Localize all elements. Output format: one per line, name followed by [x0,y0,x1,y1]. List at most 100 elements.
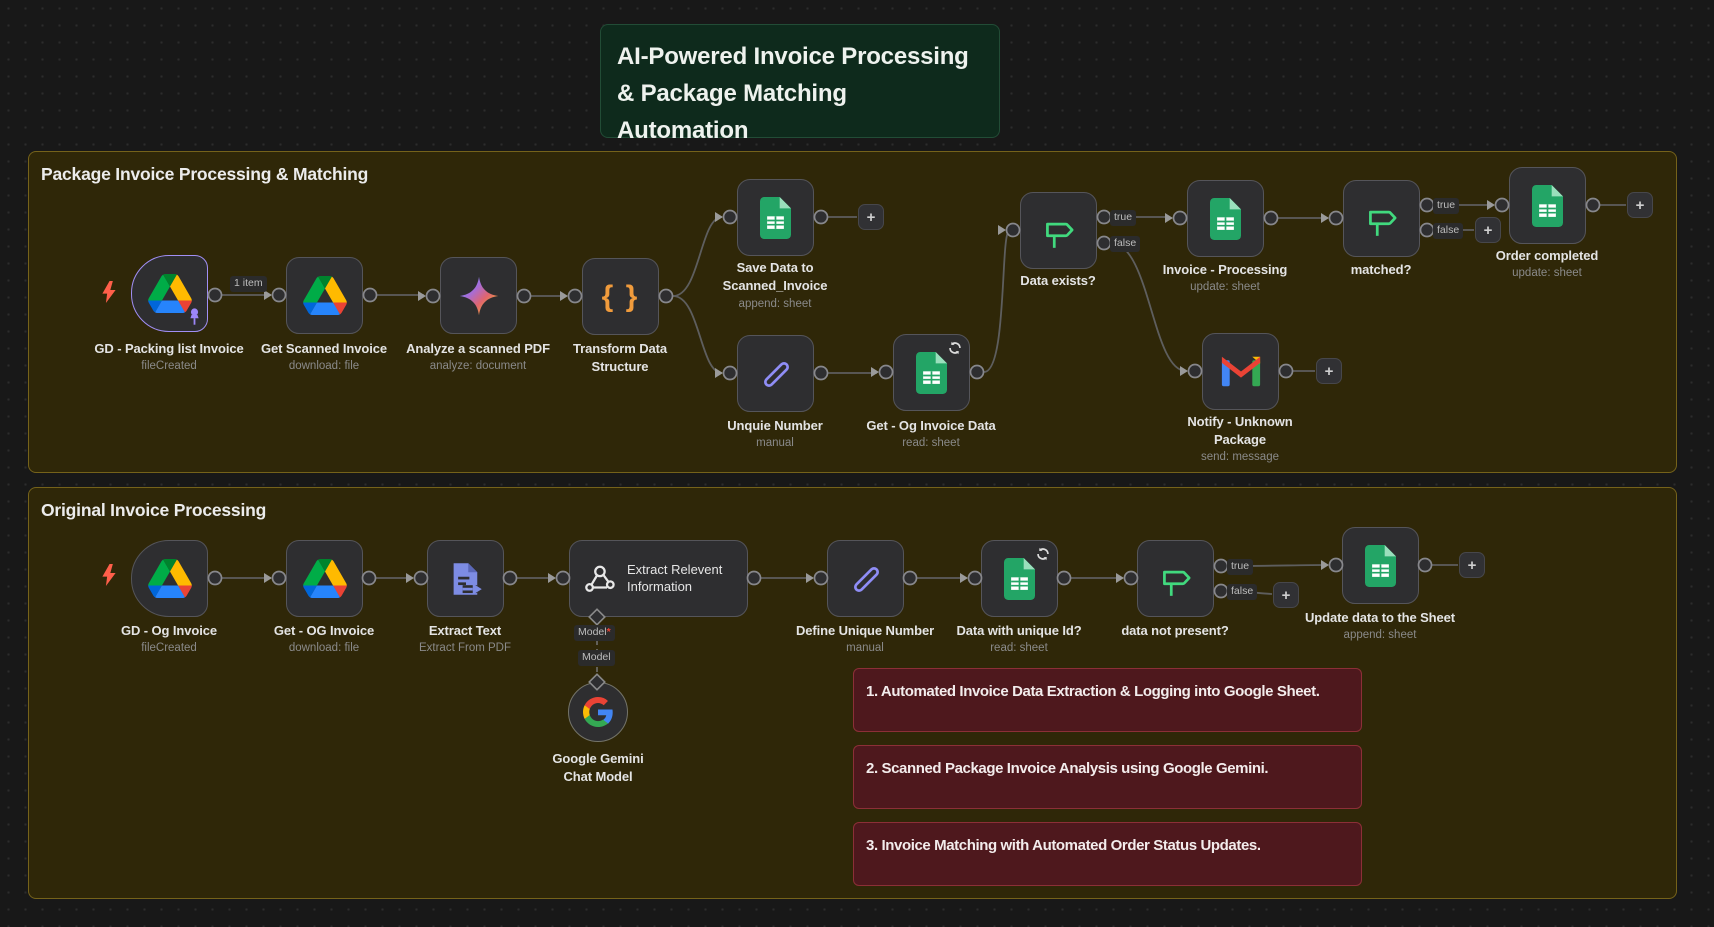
google-sheets-icon [1004,557,1035,600]
node-get-og-invoice-data[interactable] [893,334,970,411]
node-subtitle: append: sheet [738,298,812,310]
node-label: GD - Packing list Invoice [94,341,244,356]
node-google-gemini-chat-model[interactable] [568,682,628,742]
note-2[interactable]: 2. Scanned Package Invoice Analysis usin… [853,745,1362,809]
node-subtitle: update: sheet [1190,281,1260,293]
node-analyze-a-scanned-pdf[interactable] [440,257,517,334]
google-drive-icon [147,274,192,313]
note-3[interactable]: 3. Invoice Matching with Automated Order… [853,822,1362,886]
node-get-scanned-invoice[interactable] [286,257,363,334]
node-label: Define Unique Number [795,623,935,638]
node-subtitle: append: sheet [1343,629,1417,641]
model-connection-label: Model [578,650,615,666]
workflow-title-line1: AI-Powered Invoice Processing [617,43,969,70]
section-title-original-invoice: Original Invoice Processing [41,500,267,520]
node-gd-og-invoice-trigger[interactable] [131,540,208,617]
node-subtitle: read: sheet [902,437,960,449]
node-label: Transform Data Structure [573,341,667,375]
google-sheets-icon [1210,197,1241,240]
note-1[interactable]: 1. Automated Invoice Data Extraction & L… [853,668,1362,732]
gemini-sparkle-icon [459,276,498,315]
node-extract-relevent-information[interactable]: Extract Relevent Information [569,540,748,617]
node-gd-packing-list-invoice-trigger[interactable] [131,255,208,332]
add-node-button[interactable]: + [1459,552,1485,578]
node-transform-data-structure[interactable]: { } [582,258,659,335]
node-label: Get - Og Invoice Data [866,418,996,433]
node-label: Save Data to Scanned_Invoice [722,260,828,294]
add-node-button[interactable]: + [1316,358,1342,384]
if-signpost-icon [1368,210,1397,236]
node-label: Get Scanned Invoice [261,341,387,356]
section-title-package-matching: Package Invoice Processing & Matching [41,164,369,184]
google-drive-icon [302,276,347,315]
node-subtitle: manual [846,642,884,654]
gmail-icon [1221,356,1260,387]
node-define-unique-number[interactable] [827,540,904,617]
node-label: Data with unique Id? [956,623,1082,638]
node-matched-if[interactable] [1343,180,1420,257]
add-node-button[interactable]: + [1627,192,1653,218]
output-false-label: false [1227,584,1258,600]
node-label: Get - OG Invoice [273,623,375,638]
info-extractor-graph-icon [585,565,615,592]
node-subtitle: fileCreated [141,642,197,654]
node-label: Extract Text [428,623,502,638]
workflow-title-line2: & Package Matching Automation [617,80,847,144]
add-node-button[interactable]: + [1475,217,1501,243]
output-false-label: false [1110,236,1141,252]
node-subtitle: download: file [288,642,360,654]
node-label: Analyze a scanned PDF [406,341,550,356]
items-count-badge: 1 item [230,276,267,292]
node-subtitle: fileCreated [141,360,197,372]
node-data-exists-if[interactable] [1020,192,1097,269]
output-true-label: true [1433,198,1460,214]
node-subtitle: manual [756,437,794,449]
google-drive-icon [302,559,347,598]
node-label: Unquie Number [727,418,823,433]
node-inner-label: Extract Relevent Information [627,561,723,594]
google-g-icon [583,697,613,727]
node-subtitle: send: message [1201,451,1279,463]
if-signpost-icon [1162,570,1191,596]
node-label: Order completed [1495,248,1599,263]
trigger-lightning-icon [102,564,116,586]
extract-file-icon [453,562,482,595]
node-notify-unknown-package[interactable] [1202,333,1279,410]
node-label: data not present? [1121,623,1229,638]
node-label: Data exists? [1020,273,1096,288]
node-save-data-to-scanned-invoice[interactable] [737,179,814,256]
model-word: Model [578,626,607,638]
edit-pen-icon [853,566,879,592]
output-true-label: true [1110,210,1137,226]
edit-pen-icon [763,361,789,387]
node-subtitle: update: sheet [1512,267,1582,279]
loop-icon [949,341,961,355]
google-sheets-icon [1532,184,1563,227]
output-false-label: false [1433,223,1464,239]
node-label: Notify - Unknown Package [1187,414,1293,448]
node-label: Google Gemini Chat Model [552,751,644,785]
google-drive-icon [147,559,192,598]
node-subtitle: read: sheet [990,642,1048,654]
node-extract-text[interactable] [427,540,504,617]
trigger-lightning-icon [102,281,116,303]
sticky-note-title[interactable]: AI-Powered Invoice Processing & Package … [600,24,1000,144]
add-node-button[interactable]: + [1273,582,1299,608]
output-true-label: true [1227,559,1254,575]
node-label: Invoice - Processing [1162,262,1288,277]
node-unquie-number[interactable] [737,335,814,412]
node-update-data-to-the-sheet[interactable] [1342,527,1419,604]
if-signpost-icon [1045,222,1074,248]
node-label: GD - Og Invoice [120,623,217,638]
node-get-og-invoice[interactable] [286,540,363,617]
node-order-completed[interactable] [1509,167,1586,244]
google-sheets-icon [1365,544,1396,587]
node-label: Update data to the Sheet [1304,610,1455,625]
node-data-with-unique-id[interactable] [981,540,1058,617]
node-data-not-present-if[interactable] [1137,540,1214,617]
add-node-button[interactable]: + [858,204,884,230]
node-label: matched? [1350,262,1412,277]
node-subtitle: analyze: document [429,360,527,372]
node-invoice-processing[interactable] [1187,180,1264,257]
